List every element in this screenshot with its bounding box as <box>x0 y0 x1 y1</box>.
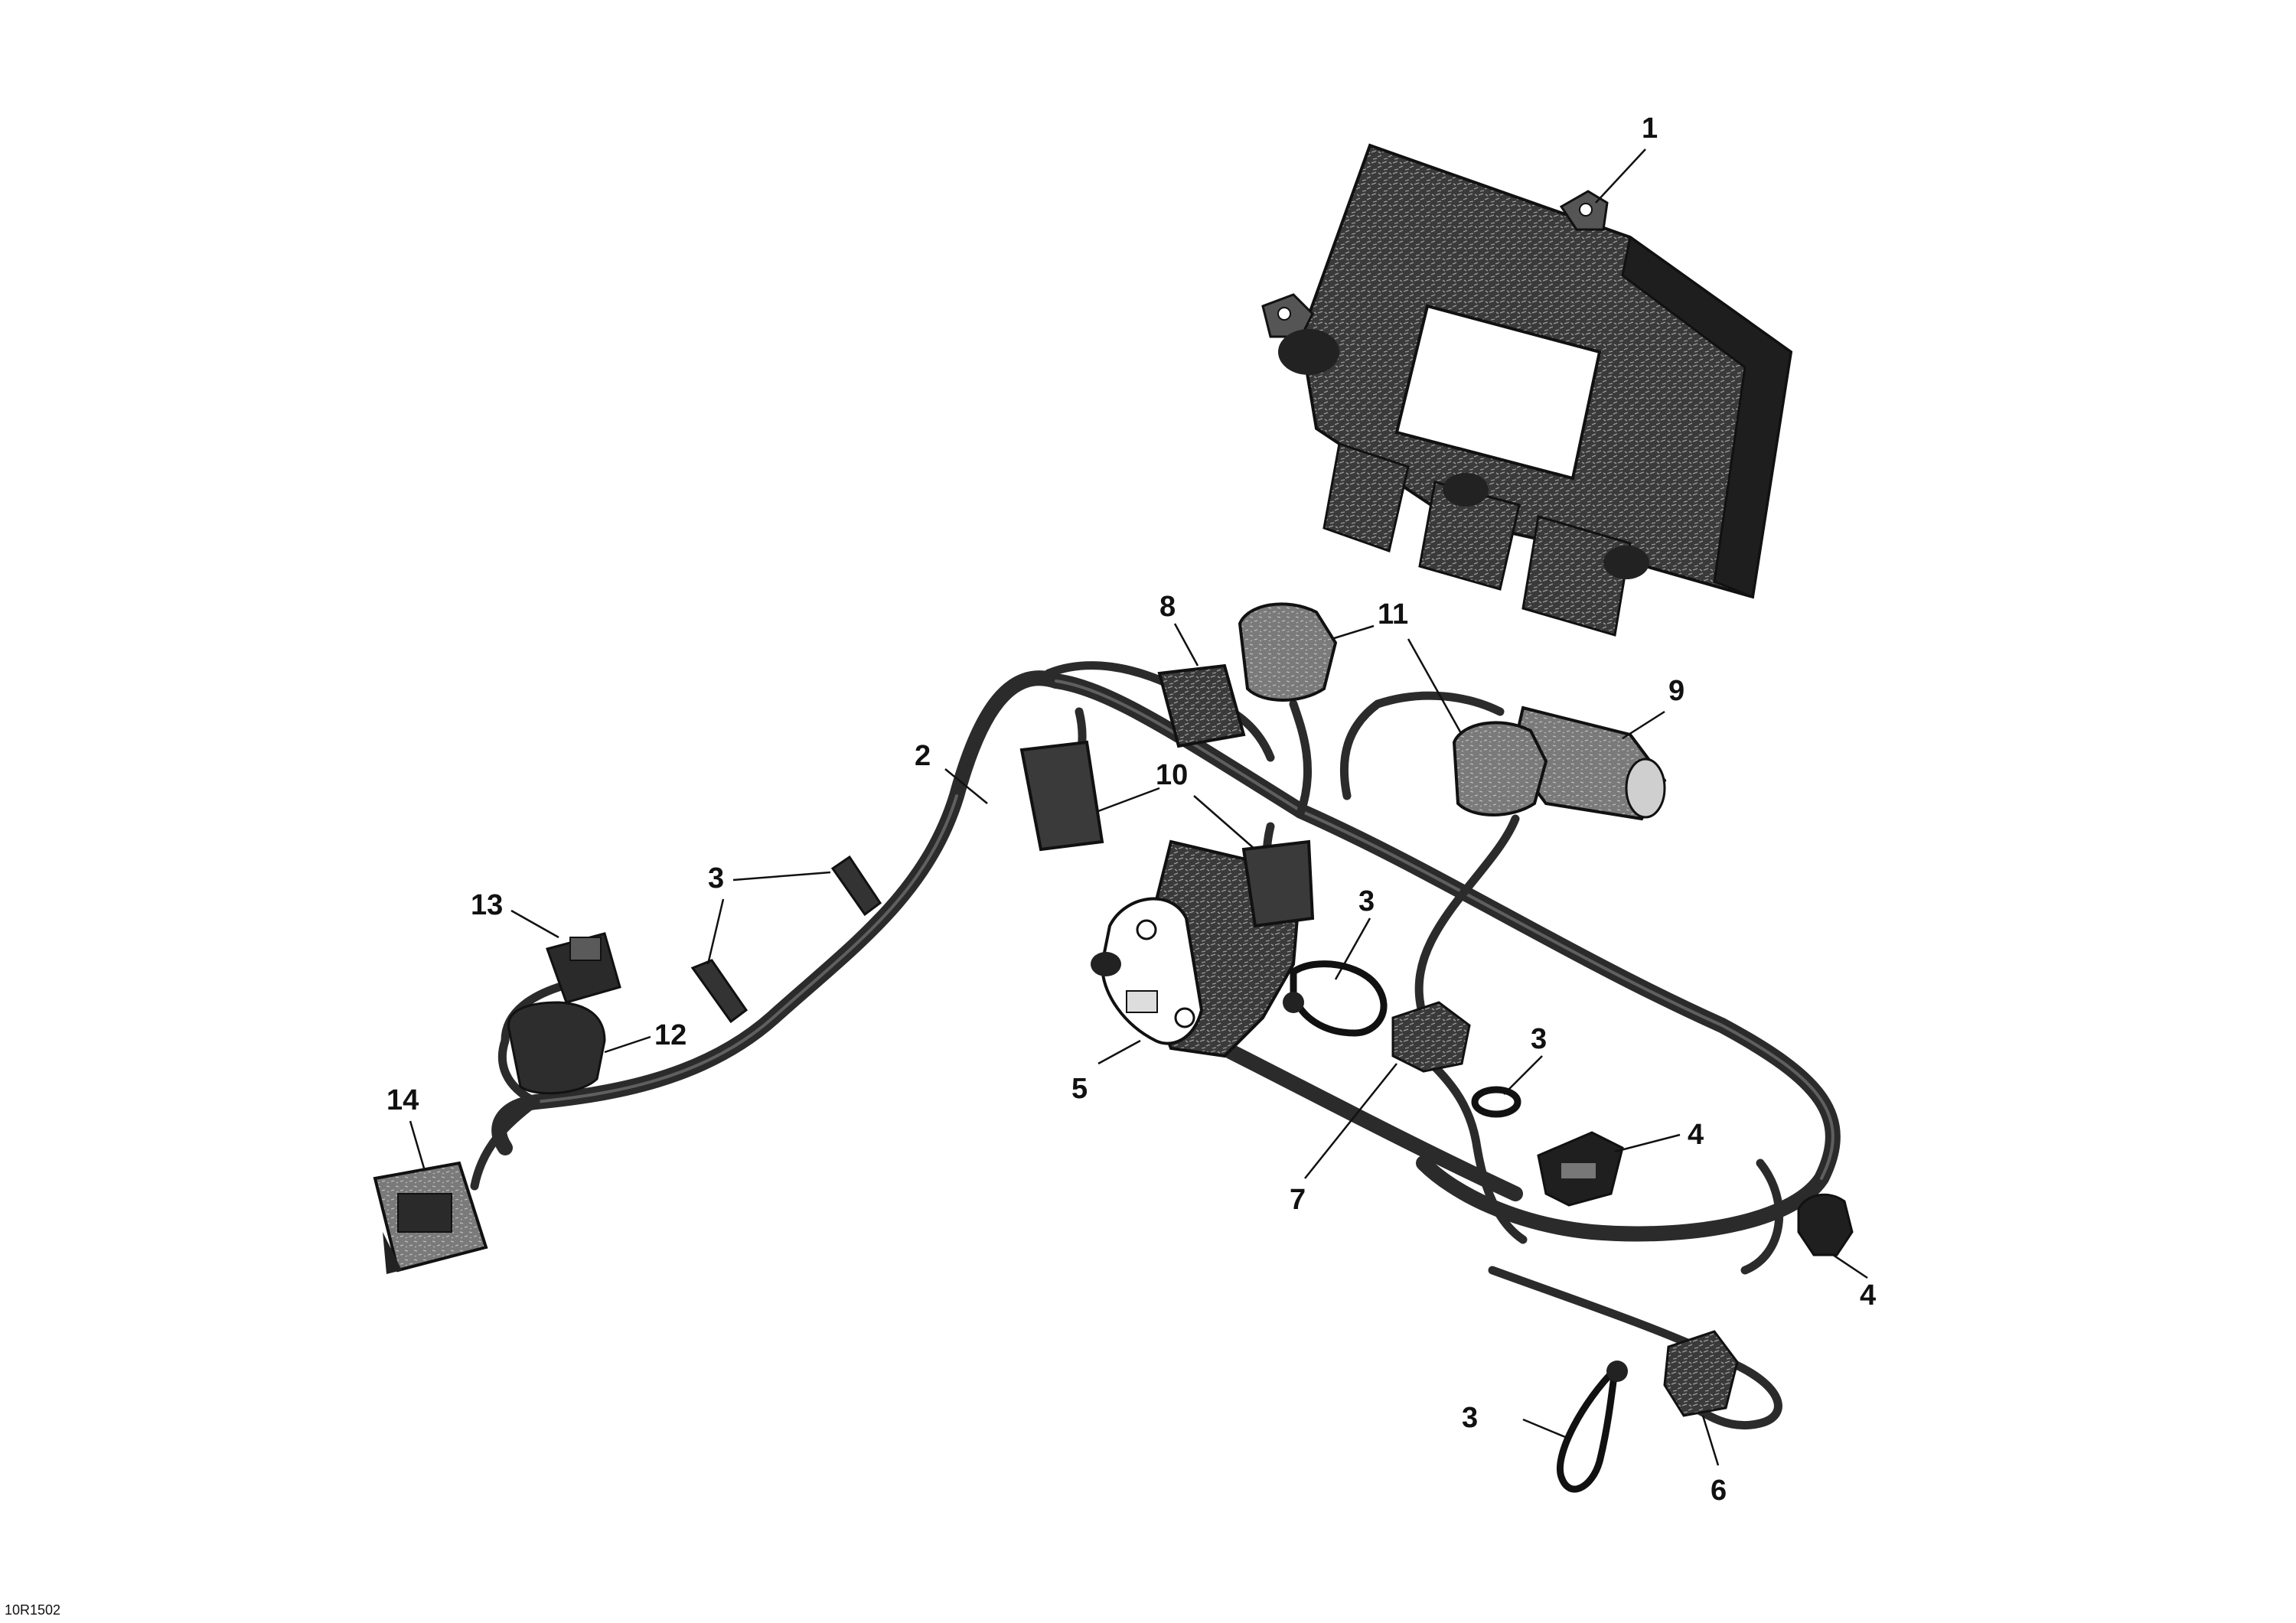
callout-3: 3 <box>1531 1023 1547 1055</box>
callout-4: 4 <box>1860 1279 1876 1312</box>
sensor-7 <box>1391 1001 1471 1073</box>
callout-9: 9 <box>1668 675 1684 707</box>
connector-10-left <box>1019 740 1104 852</box>
callout-3: 3 <box>1358 885 1375 917</box>
connector-8 <box>1157 663 1246 748</box>
callout-4: 4 <box>1688 1119 1704 1151</box>
callout-3: 3 <box>1462 1402 1478 1434</box>
clip-4-right <box>1797 1193 1854 1256</box>
connector-10-right <box>1241 839 1315 928</box>
callouts: 1 2 3 3 3 3 4 4 5 6 7 8 9 10 11 12 13 14 <box>386 112 1876 1507</box>
callout-12: 12 <box>654 1019 687 1051</box>
figure-reference-code: 10R1502 <box>5 1602 61 1618</box>
cable-tie-3-mid <box>1283 960 1388 1037</box>
callout-8: 8 <box>1159 591 1176 623</box>
callout-11: 11 <box>1378 598 1408 631</box>
callout-2: 2 <box>915 740 931 772</box>
callout-6: 6 <box>1711 1475 1727 1507</box>
callout-7: 7 <box>1290 1184 1306 1216</box>
ecm-module <box>1261 143 1793 637</box>
boot-12 <box>507 1001 606 1095</box>
callout-3: 3 <box>708 862 724 895</box>
cable-tie-3-small <box>1471 1086 1521 1118</box>
leader-lines <box>409 148 1868 1466</box>
callout-5: 5 <box>1071 1073 1088 1105</box>
sensor-6 <box>1663 1330 1739 1417</box>
connector-13 <box>546 932 621 1004</box>
connector-11-lower <box>1452 721 1548 816</box>
connector-14 <box>373 1161 488 1274</box>
callout-10: 10 <box>1156 759 1188 791</box>
cable-tie-3-lower <box>1557 1361 1628 1493</box>
callout-14: 14 <box>386 1084 419 1116</box>
clip-3-upper <box>690 855 882 1024</box>
callout-13: 13 <box>471 889 503 921</box>
connector-11-upper <box>1238 602 1338 702</box>
callout-1: 1 <box>1642 112 1658 145</box>
clip-4-center <box>1537 1131 1624 1207</box>
